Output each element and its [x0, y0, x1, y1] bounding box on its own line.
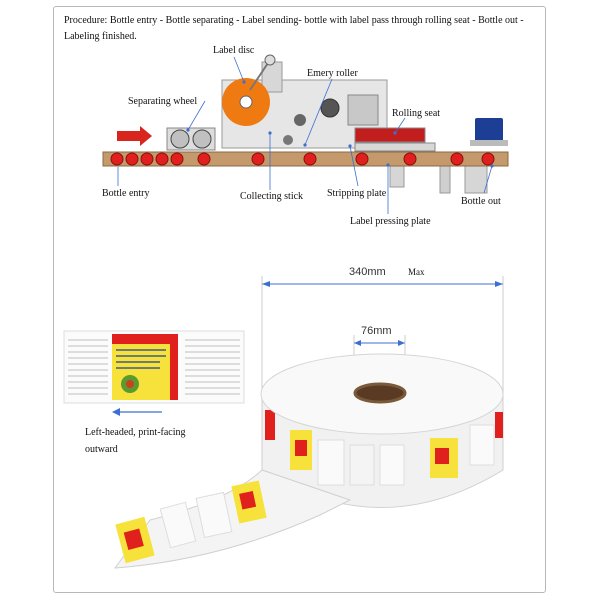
bottle-out-label: Bottle out [461, 196, 501, 207]
separating-wheel-label: Separating wheel [128, 96, 198, 107]
bottle [110, 152, 124, 166]
leader-bottle-out [483, 165, 493, 194]
machine-leg-2 [464, 164, 488, 194]
dispensing-head [347, 94, 379, 126]
bottles [110, 152, 495, 166]
label-pressing-plate-label: Label pressing plate [350, 216, 431, 227]
bottle [251, 152, 265, 166]
emery-roller-label: Emery roller [307, 68, 358, 79]
orientation-text-line1: Left-headed, print-facing [85, 427, 186, 438]
separating-wheel-right [192, 129, 212, 149]
bottle [125, 152, 139, 166]
separating-wheel-left [170, 129, 190, 149]
label-sample-red-band [112, 334, 178, 344]
leader-separating-wheel [187, 100, 206, 131]
leader-emery-roller [304, 78, 333, 146]
roll-width-dimension: 340mm [349, 266, 386, 278]
stripping-plate-label: Stripping plate [327, 188, 387, 199]
diagram-frame [53, 6, 546, 593]
label-disc-label: Label disc [213, 45, 255, 56]
collecting-stick-label: Collecting stick [240, 191, 304, 202]
orientation-text-line2: outward [85, 444, 118, 455]
leader-label-disc [233, 56, 245, 83]
roll-core [353, 382, 407, 404]
bottle [155, 152, 169, 166]
rolling-seat-panel [354, 127, 426, 143]
bottle [403, 152, 417, 166]
roller-small-2 [283, 135, 293, 145]
bottle [355, 152, 369, 166]
leader-stripping-plate [349, 145, 359, 187]
tension-wheel [264, 54, 276, 66]
leader-rolling-seat [394, 117, 406, 134]
max-label: Max [408, 267, 425, 277]
bottle-entry-arrow [117, 126, 152, 146]
procedure-text: Procedure: Bottle entry - Bottle separat… [64, 15, 524, 42]
machine-leg-3 [389, 164, 405, 188]
bottle [481, 152, 495, 166]
motor [475, 118, 503, 142]
tension-arm [249, 59, 271, 91]
bottle [197, 152, 211, 166]
strip-label-prints [115, 480, 267, 564]
bottle [170, 152, 184, 166]
roller-small-1 [294, 114, 306, 126]
bottle [140, 152, 154, 166]
machine-leg-1 [439, 164, 451, 194]
bottle [303, 152, 317, 166]
label-sample-front [112, 344, 178, 400]
emery-roller [320, 98, 340, 118]
roll-label-prints [265, 410, 503, 486]
rolling-seat-belt [354, 142, 436, 152]
bottle [450, 152, 464, 166]
bottle-entry-label: Bottle entry [102, 188, 150, 199]
label-disc-hub [239, 95, 253, 109]
label-sample-text-lines [68, 339, 240, 395]
motor-base [470, 140, 508, 146]
core-width-dimension: 76mm [361, 325, 392, 337]
rolling-seat-label: Rolling seat [392, 108, 441, 119]
